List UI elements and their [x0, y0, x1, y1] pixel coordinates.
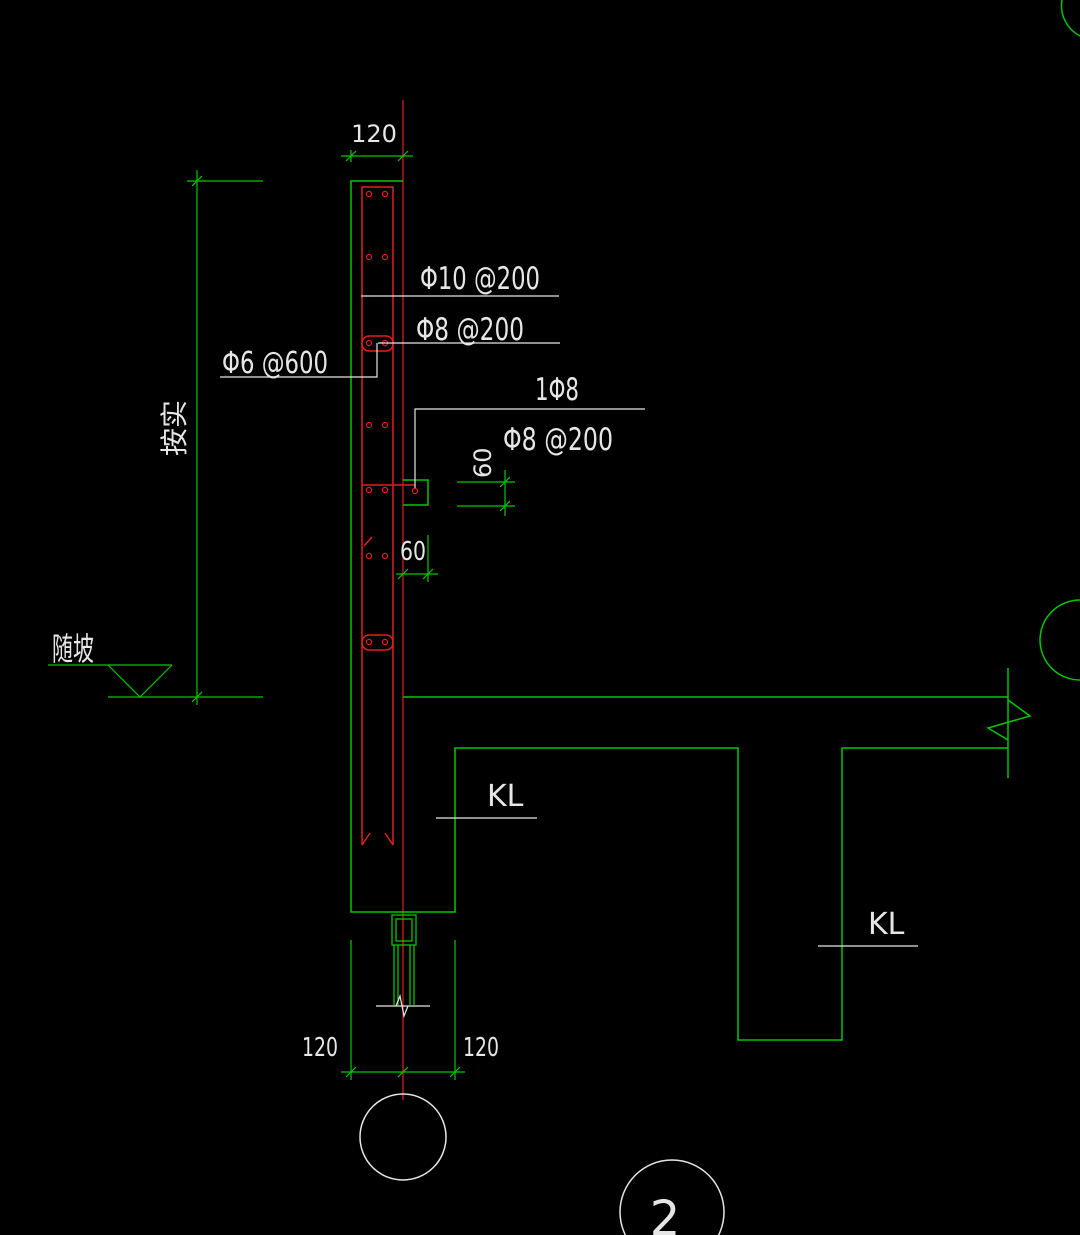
- dim-horizontal-60-label: 60: [400, 537, 426, 567]
- dim-tick: [499, 500, 511, 512]
- dim-tick: [397, 568, 409, 580]
- height-note-label: 按实: [158, 400, 191, 456]
- grade-note-label: 随坡: [52, 630, 94, 668]
- lower-wall-inner: [395, 918, 413, 942]
- rebar-dot: [381, 552, 389, 560]
- dim-tick: [345, 1066, 357, 1078]
- dim-tick: [397, 150, 409, 162]
- leader-hook: [414, 408, 645, 488]
- rebar-tick: [363, 536, 373, 547]
- rebar-dot: [381, 253, 389, 261]
- edge-circle-mid: [1039, 599, 1080, 681]
- rebar-cage: [361, 186, 394, 845]
- axis-circle: [359, 1093, 447, 1181]
- wall-and-beam-outline: [350, 180, 1008, 1041]
- lower-wall-break: [376, 993, 430, 1019]
- rebar-dot: [381, 421, 389, 429]
- rebar-dot: [365, 339, 373, 347]
- rebar-dot: [365, 190, 373, 198]
- dim-vertical-60-label: 60: [469, 447, 497, 478]
- dim-tick: [422, 568, 434, 580]
- beam-right-label: KL: [868, 907, 905, 942]
- dim-tick: [499, 476, 511, 488]
- rebar-dot: [381, 486, 389, 494]
- rebar-dot: [365, 253, 373, 261]
- beam-left-label: KL: [487, 779, 524, 814]
- leader-tie: [220, 343, 378, 378]
- grade-triangle: [107, 664, 173, 698]
- dim-tick: [191, 175, 203, 187]
- rebar-distribution-label: Φ8 @200: [416, 312, 524, 348]
- rebar-dot: [365, 552, 373, 560]
- rebar-hook-label: Φ8 @200: [503, 422, 613, 458]
- rebar-dot: [381, 190, 389, 198]
- rebar-dot: [365, 486, 373, 494]
- rebar-end-left: [361, 832, 371, 846]
- dim-tick: [449, 1066, 461, 1078]
- rebar-dot: [365, 638, 373, 646]
- rebar-group: [361, 186, 415, 846]
- lower-wall: [391, 914, 417, 1005]
- axis-number-label: 2: [650, 1191, 681, 1235]
- break-symbol: [986, 699, 1032, 741]
- bottom-left-width-label: 120: [302, 1033, 338, 1063]
- rebar-dot: [381, 638, 389, 646]
- rebar-dot-hook: [411, 487, 419, 495]
- lower-wall-box: [391, 914, 417, 946]
- rebar-main-label: Φ10 @200: [420, 261, 540, 297]
- dim-tick: [397, 1066, 409, 1078]
- rebar-dot: [365, 421, 373, 429]
- dim-tick: [191, 691, 203, 703]
- rebar-end-right: [384, 832, 394, 846]
- dimension-lines: [48, 150, 515, 1080]
- tie-bar-2: [361, 634, 394, 651]
- edge-marks: [1039, 0, 1080, 681]
- bottom-right-width-label: 120: [463, 1033, 499, 1063]
- leader-lines: [220, 295, 918, 947]
- top-width-label: 120: [351, 120, 397, 148]
- rebar-tie-label: Φ6 @600: [222, 346, 328, 381]
- lower-break-zigzag: [395, 993, 409, 1019]
- axis-circle-2: [619, 1159, 725, 1235]
- rebar-single-label: 1Φ8: [535, 372, 579, 408]
- edge-circle-top: [1060, 0, 1080, 37]
- text-labels: 120 Φ10 @200 Φ8 @200 Φ6 @600 1Φ8 Φ8 @200…: [52, 120, 905, 1235]
- concrete-outline: [350, 180, 1032, 1041]
